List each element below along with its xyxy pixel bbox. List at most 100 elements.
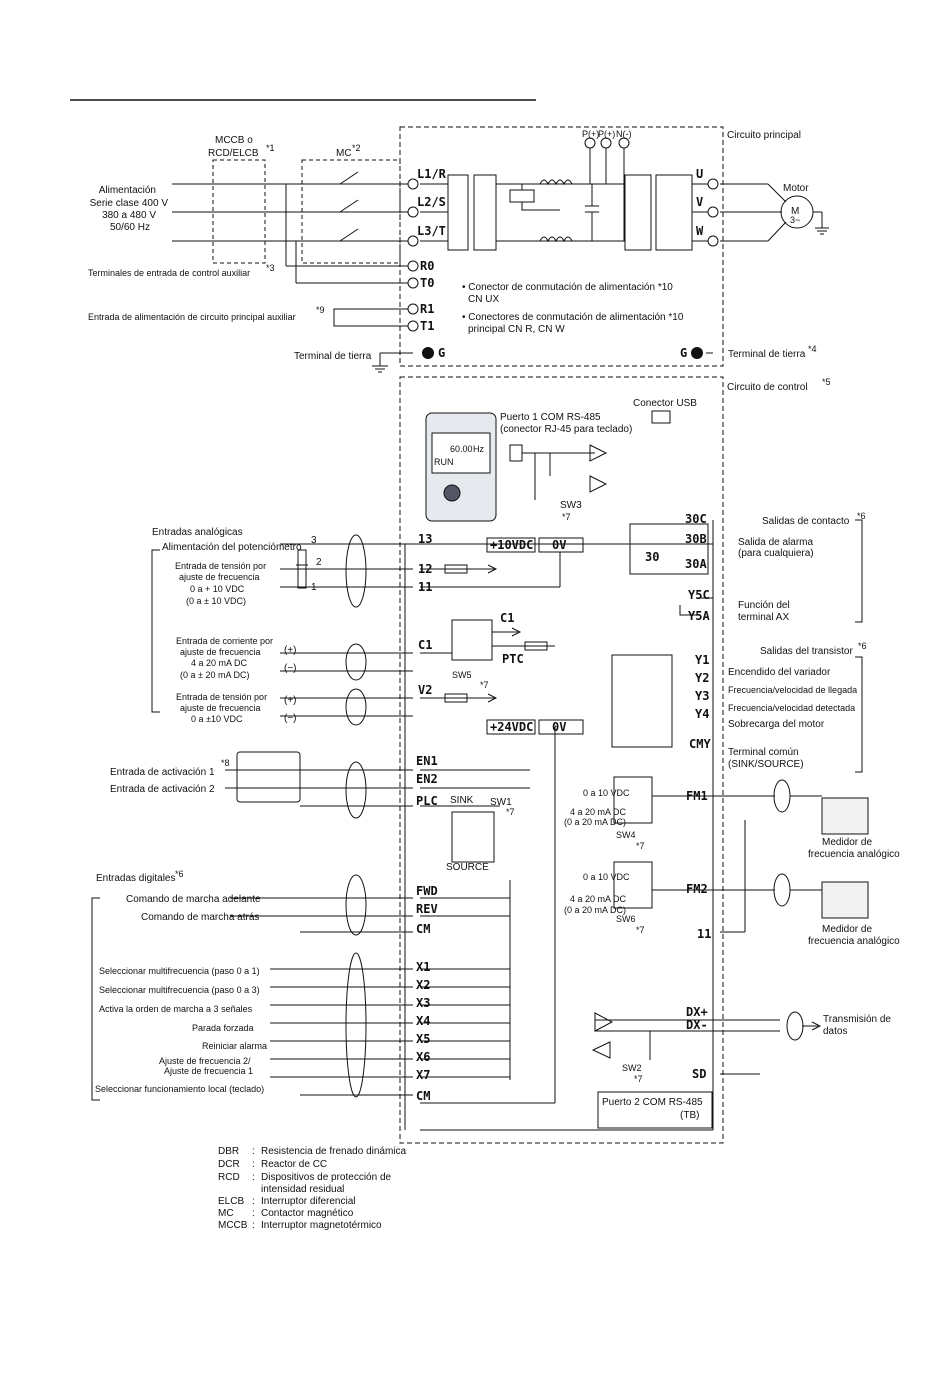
legend-text-0: Resistencia de frenado dinámica — [261, 1146, 407, 1157]
term-11-fm: 11 — [697, 927, 711, 941]
control-circuit-label: Circuito de control — [727, 382, 808, 393]
term-fwd: FWD — [416, 884, 438, 898]
curr-minus: (−) — [284, 663, 297, 674]
term-cm: CM — [416, 922, 430, 936]
v10-label: +10VDC — [490, 538, 533, 552]
act1-note: *8 — [221, 758, 230, 768]
ax-func-1: terminal AX — [738, 612, 789, 623]
mc-title: MC — [336, 148, 352, 159]
volt-in2-0: Entrada de tensión por — [176, 692, 267, 702]
sw4-note: *7 — [636, 841, 645, 851]
sink-label: SINK — [450, 795, 474, 806]
x-item-3: Parada forzada — [192, 1023, 254, 1033]
ptc-label: PTC — [502, 652, 524, 666]
note-3: principal CN R, CN W — [468, 324, 565, 335]
meter2-1: frecuencia analógico — [808, 936, 900, 947]
legend-abbr-6: MCCB — [218, 1220, 248, 1231]
motor-symbol: M — [791, 206, 799, 217]
volt-in-1: ajuste de frecuencia — [179, 572, 260, 582]
usb-label: Conector USB — [633, 398, 697, 409]
dc-term-1: P(+) — [582, 129, 599, 139]
main-circuit-label: Circuito principal — [727, 130, 801, 141]
supply-3: 50/60 Hz — [110, 222, 150, 233]
rs485-2b: (TB) — [680, 1110, 699, 1121]
rs485-2a: Puerto 2 COM RS-485 — [602, 1097, 703, 1108]
term-l1r: L1/R — [417, 167, 447, 181]
motor-label: Motor — [783, 183, 809, 194]
alarm-out-1: (para cualquiera) — [738, 548, 814, 559]
term-dxp: DX+ — [686, 1005, 708, 1019]
rs485-1b: (conector RJ-45 para teclado) — [500, 424, 632, 435]
source-label: SOURCE — [446, 862, 489, 873]
trans-item-5: (SINK/SOURCE) — [728, 759, 804, 770]
term-dxm: DX- — [686, 1018, 708, 1032]
supply-2: 380 a 480 V — [102, 210, 156, 221]
supply-0: Alimentación — [99, 185, 156, 196]
contact-note: *6 — [857, 511, 866, 521]
trans-item-4: Terminal común — [728, 747, 799, 758]
v24-label: +24VDC — [490, 720, 533, 734]
meter1-1: frecuencia analógico — [808, 849, 900, 860]
trans-item-0: Encendido del variador — [728, 667, 831, 678]
term-y2: Y2 — [695, 671, 709, 685]
sw6-note: *7 — [636, 925, 645, 935]
mccb-note: *1 — [266, 143, 275, 153]
mccb-title: MCCB o — [215, 135, 253, 146]
term-30a: 30A — [685, 557, 707, 571]
x-item-7: Seleccionar funcionamiento local (teclad… — [95, 1084, 264, 1094]
note-2: • Conectores de conmutación de alimentac… — [462, 312, 684, 323]
supply-1: Serie clase 400 V — [90, 198, 169, 209]
term-fm2: FM2 — [686, 882, 708, 896]
rev-label: Comando de marcha atrás — [141, 912, 259, 923]
term-x5: X5 — [416, 1032, 430, 1046]
sw3-note: *7 — [562, 512, 571, 522]
legend-abbr-1: DCR — [218, 1159, 240, 1170]
volt2-plus: (+) — [284, 695, 297, 706]
data-tx-1: datos — [823, 1026, 847, 1037]
term-x4: X4 — [416, 1014, 430, 1028]
legend-text-3: intensidad residual — [261, 1184, 344, 1195]
curr-in-2: 4 a 20 mA DC — [191, 658, 248, 668]
pot-3: 3 — [311, 535, 317, 546]
term-y5c: Y5C — [688, 588, 710, 602]
pot-2: 2 — [316, 557, 322, 568]
term-v2: V2 — [418, 683, 432, 697]
legend-colon-5: : — [252, 1208, 255, 1219]
term-y4: Y4 — [695, 707, 709, 721]
trans-item-2: Frecuencia/velocidad detectada — [728, 703, 855, 713]
act1-label: Entrada de activación 1 — [110, 767, 215, 778]
volt-in2-1: ajuste de frecuencia — [180, 703, 261, 713]
keypad-freq: 60.00 — [450, 444, 473, 454]
curr-in-1: ajuste de frecuencia — [180, 647, 261, 657]
fm2-volt: 0 a 10 VDC — [583, 872, 630, 882]
aux-main-note: *9 — [316, 305, 325, 315]
mc-note: *2 — [352, 143, 361, 153]
analog-title: Entradas analógicas — [152, 527, 243, 538]
pot-1: 1 — [311, 582, 317, 593]
sw2-note: *7 — [634, 1074, 643, 1084]
sw5-label: SW5 — [452, 670, 472, 680]
keypad-run: RUN — [434, 457, 454, 467]
volt-in-3: (0 a ± 10 VDC) — [186, 596, 246, 606]
rs485-1a: Puerto 1 COM RS-485 — [500, 412, 601, 423]
legend-text-6: Interruptor magnetotérmico — [261, 1220, 382, 1231]
fm1-curr: 4 a 20 mA DC — [570, 807, 627, 817]
trans-item-1: Frecuencia/velocidad de llegada — [728, 685, 857, 695]
aux-main-label: Entrada de alimentación de circuito prin… — [88, 312, 296, 322]
term-g-right: G — [680, 346, 687, 360]
dc-term-3: N(-) — [616, 129, 632, 139]
term-y3: Y3 — [695, 689, 709, 703]
legend-colon-4: : — [252, 1196, 255, 1207]
term-x6: X6 — [416, 1050, 430, 1064]
x-item-4: Reiniciar alarma — [202, 1041, 267, 1051]
volt-in-0: Entrada de tensión por — [175, 561, 266, 571]
legend-colon-1: : — [252, 1159, 255, 1170]
term-30b: 30B — [685, 532, 707, 546]
digital-title: Entradas digitales — [96, 873, 176, 884]
legend-colon-0: : — [252, 1146, 255, 1157]
legend-abbr-2: RCD — [218, 1172, 240, 1183]
term-rev: REV — [416, 902, 438, 916]
fm1-curr2: (0 a 20 mA DC) — [564, 817, 626, 827]
legend-text-5: Contactor magnético — [261, 1208, 354, 1219]
volt-in2-2: 0 a ±10 VDC — [191, 714, 243, 724]
